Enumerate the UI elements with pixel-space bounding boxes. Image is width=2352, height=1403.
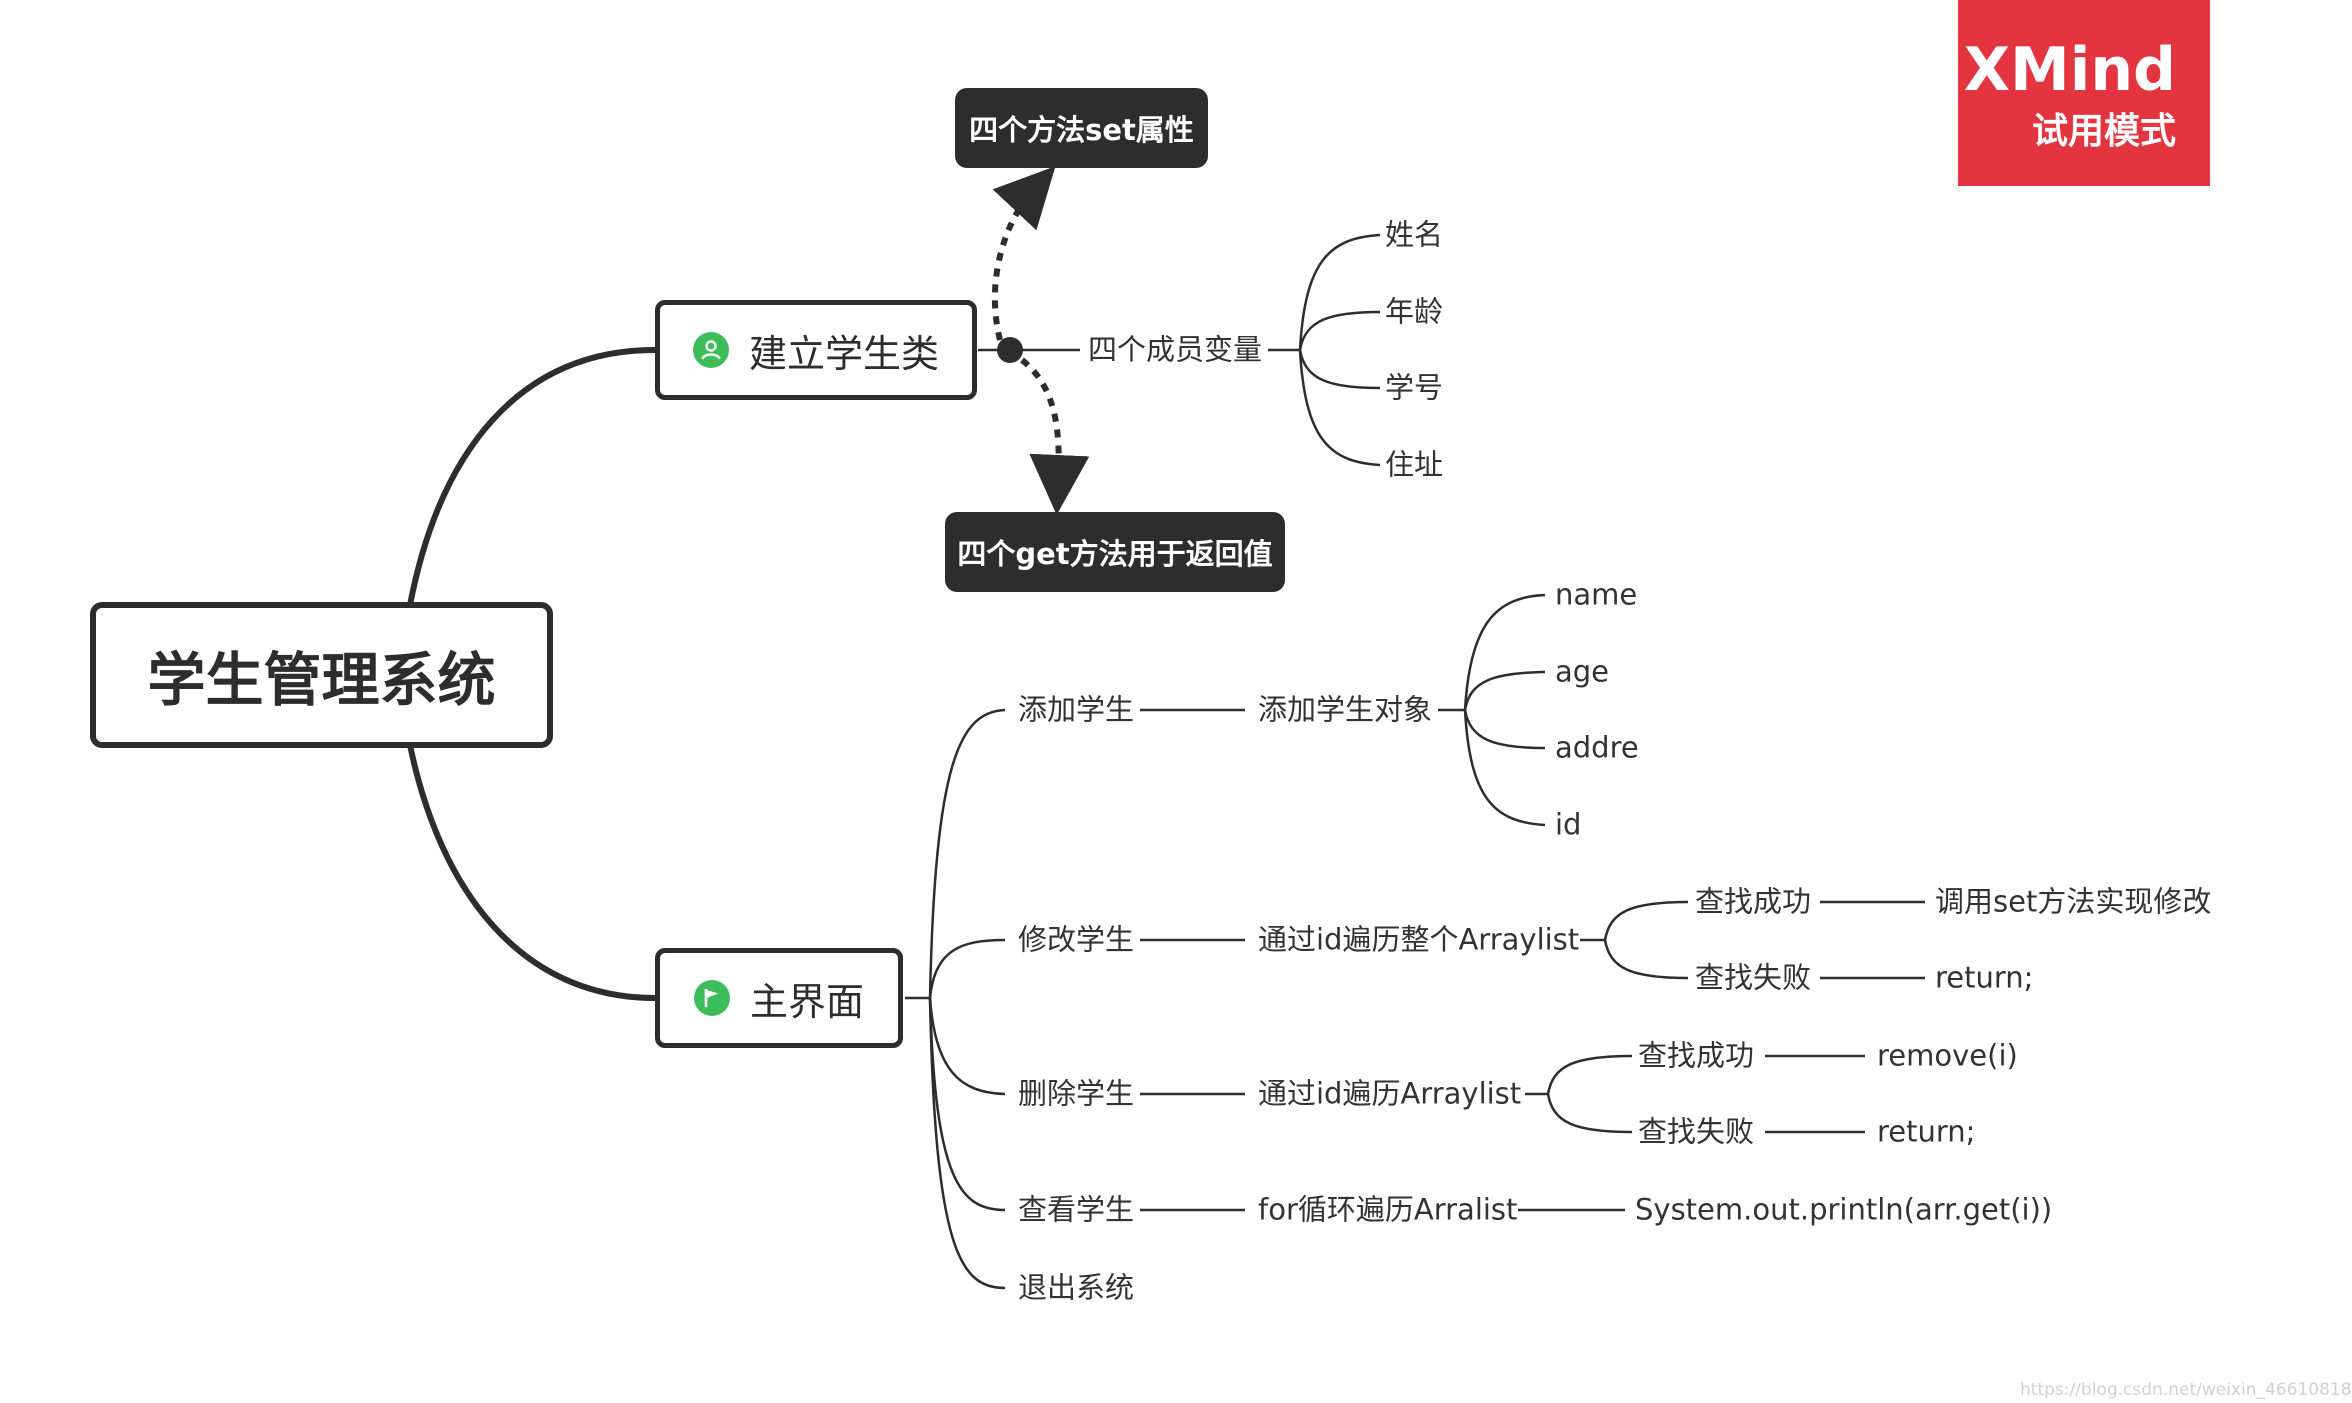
flag-icon bbox=[693, 980, 730, 1016]
topic-exit-system[interactable]: 退出系统 bbox=[1018, 1270, 1135, 1305]
link-central-branch1 bbox=[407, 347, 656, 606]
topic-field-age[interactable]: age bbox=[1555, 654, 1610, 689]
callout-setter-label: 四个方法set属性 bbox=[969, 113, 1194, 147]
topic-add-student[interactable]: 添加学生 bbox=[1018, 692, 1135, 727]
topic-delete-traverse[interactable]: 通过id遍历Arraylist bbox=[1258, 1076, 1522, 1111]
topic-member-name[interactable]: 姓名 bbox=[1385, 217, 1444, 252]
callout-getter-label: 四个get方法用于返回值 bbox=[957, 537, 1273, 571]
central-topic-label: 学生管理系统 bbox=[147, 646, 496, 714]
footer-watermark: https://blog.csdn.net/weixin_46610818 bbox=[2020, 1380, 2352, 1400]
topic-field-addre[interactable]: addre bbox=[1555, 730, 1639, 765]
branch-build-student-class[interactable]: 建立学生类 bbox=[655, 300, 977, 400]
relationship-to-setter bbox=[991, 166, 1056, 341]
topic-field-name[interactable]: name bbox=[1555, 577, 1638, 612]
branch-main-interface[interactable]: 主界面 bbox=[655, 948, 903, 1048]
topic-delete-notfound-action[interactable]: return; bbox=[1877, 1114, 1976, 1149]
user-group-icon bbox=[692, 332, 729, 368]
topic-modify-student[interactable]: 修改学生 bbox=[1018, 922, 1135, 957]
topic-modify-notfound-action[interactable]: return; bbox=[1935, 960, 2034, 995]
branch-build-student-class-label: 建立学生类 bbox=[748, 331, 939, 376]
topic-member-student-id[interactable]: 学号 bbox=[1385, 370, 1444, 405]
branch-main-interface-label: 主界面 bbox=[749, 979, 864, 1024]
topic-delete-found-action[interactable]: remove(i) bbox=[1877, 1038, 2018, 1073]
topic-delete-found[interactable]: 查找成功 bbox=[1638, 1038, 1755, 1073]
topic-modify-found[interactable]: 查找成功 bbox=[1695, 884, 1812, 919]
topic-delete-student[interactable]: 删除学生 bbox=[1018, 1076, 1135, 1111]
topic-field-id[interactable]: id bbox=[1555, 807, 1582, 842]
xmind-trial-badge: XMind 试用模式 bbox=[1958, 0, 2210, 186]
topic-member-age[interactable]: 年龄 bbox=[1385, 294, 1444, 329]
connector-lines bbox=[407, 166, 1925, 1290]
central-topic[interactable]: 学生管理系统 bbox=[90, 602, 553, 748]
trial-mode-label: 试用模式 bbox=[2031, 111, 2176, 152]
topic-member-variables[interactable]: 四个成员变量 bbox=[1088, 332, 1263, 367]
relationship-to-getter bbox=[1020, 357, 1090, 515]
topic-delete-notfound[interactable]: 查找失败 bbox=[1638, 1114, 1755, 1149]
topic-view-student[interactable]: 查看学生 bbox=[1018, 1192, 1135, 1227]
topic-modify-traverse[interactable]: 通过id遍历整个Arraylist bbox=[1258, 922, 1580, 957]
topic-add-student-object[interactable]: 添加学生对象 bbox=[1258, 692, 1433, 727]
link-central-branch2 bbox=[407, 744, 656, 1001]
callout-setter-methods[interactable]: 四个方法set属性 bbox=[955, 88, 1208, 168]
topic-modify-notfound[interactable]: 查找失败 bbox=[1695, 960, 1812, 995]
topic-view-print[interactable]: System.out.println(arr.get(i)) bbox=[1635, 1192, 2053, 1227]
topic-member-address[interactable]: 住址 bbox=[1385, 447, 1444, 482]
topic-view-loop[interactable]: for循环遍历Arralist bbox=[1258, 1192, 1518, 1227]
topic-modify-found-action[interactable]: 调用set方法实现修改 bbox=[1935, 884, 2212, 919]
relationship-dot bbox=[997, 337, 1023, 363]
xmind-logo: XMind bbox=[1963, 35, 2176, 105]
callout-getter-methods[interactable]: 四个get方法用于返回值 bbox=[945, 512, 1285, 592]
